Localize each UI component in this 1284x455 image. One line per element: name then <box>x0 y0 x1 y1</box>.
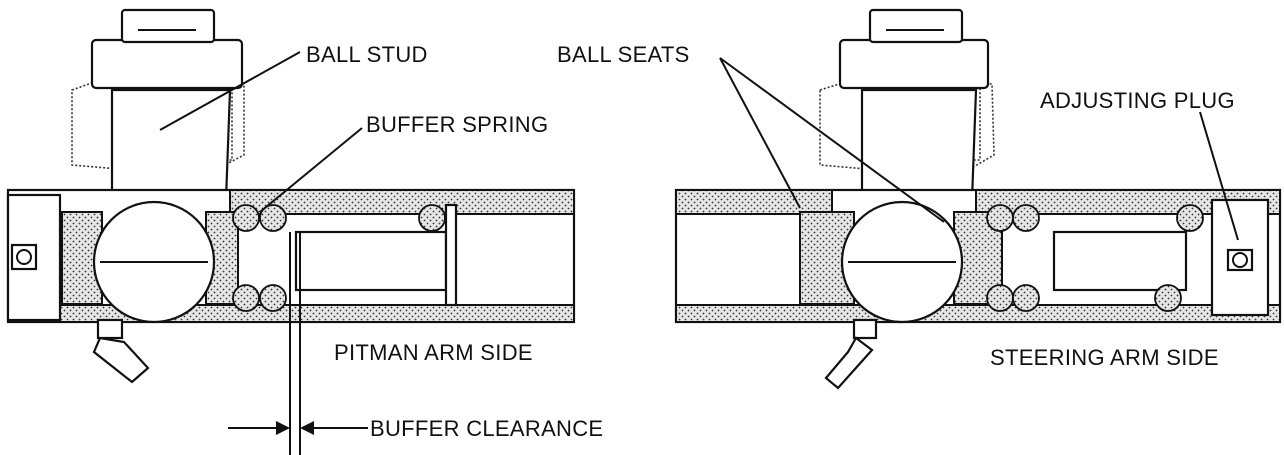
grease-fitting-right <box>824 336 874 390</box>
pitman-rod <box>294 230 448 292</box>
grease-fitting <box>92 336 150 384</box>
label-buffer-spring: BUFFER SPRING <box>366 112 548 137</box>
leader-adjusting-plug <box>1199 111 1239 241</box>
nut-top-right <box>868 8 964 44</box>
tube-wall-top <box>229 189 575 215</box>
end-plug <box>10 243 38 271</box>
label-buffer-clearance: BUFFER CLEARANCE <box>370 416 603 441</box>
tube-wall-bottom-right <box>675 304 1281 323</box>
steering-rod <box>1052 230 1188 292</box>
tube-wall-top-right <box>675 189 833 215</box>
leader-lines <box>159 51 1239 455</box>
castle-nut <box>90 38 244 90</box>
label-ball-seats: BALL SEATS <box>557 42 690 67</box>
leader-ball-seats-2 <box>719 57 945 223</box>
label-ball-stud: BALL STUD <box>306 42 428 67</box>
buffer-spring-coils <box>232 204 446 312</box>
clearance-arrowhead-right <box>300 421 314 435</box>
grease-nipple <box>96 318 124 340</box>
leader-ball-seats-1 <box>719 57 801 209</box>
leader-ball-stud <box>159 51 301 131</box>
castle-nut-right <box>838 38 990 90</box>
label-steering-arm-side: STEERING ARM SIDE <box>990 345 1219 370</box>
spring-coils-right <box>986 204 1204 312</box>
label-adjusting-plug: ADJUSTING PLUG <box>1040 88 1235 113</box>
steering-arm-side-joint <box>674 8 1282 390</box>
label-pitman-arm-side: PITMAN ARM SIDE <box>334 340 533 365</box>
nut-top <box>120 8 216 44</box>
leader-buffer-spring <box>259 127 363 213</box>
clearance-arrowhead-left <box>276 421 290 435</box>
retainer-pin <box>444 203 458 307</box>
grease-nipple-right <box>852 318 878 340</box>
